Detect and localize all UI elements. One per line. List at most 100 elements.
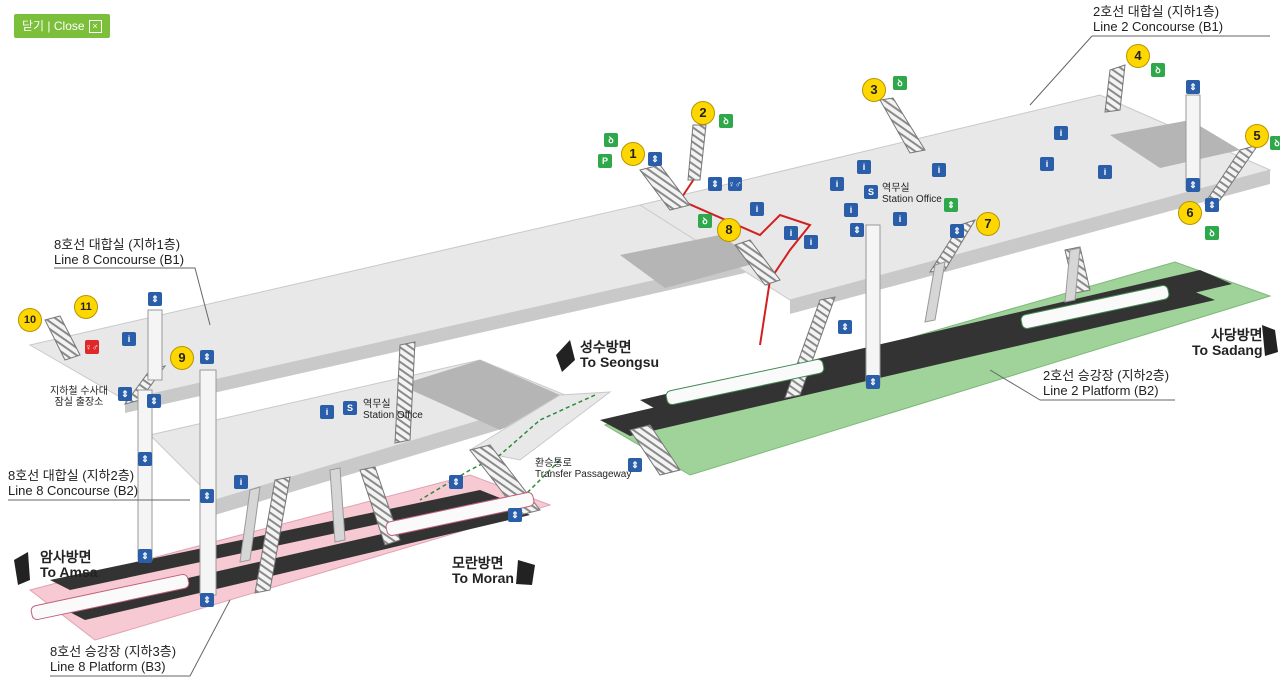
label-line8-concourse-b2: 8호선 대합실 (지하2층) Line 8 Concourse (B2) <box>8 468 138 498</box>
station-office-icon: S <box>343 401 357 415</box>
close-button[interactable]: 닫기 | Close × <box>14 14 110 38</box>
info-icon: i <box>234 475 248 489</box>
arrow-seongsu-shape <box>556 340 575 372</box>
elevator-shaft-line2 <box>865 224 881 386</box>
wheelchair-icon: ⇕ <box>866 375 880 389</box>
line8-concourse-b1-edge <box>125 260 745 413</box>
info-icon: i <box>122 332 136 346</box>
info-icon: i <box>1098 165 1112 179</box>
arrow-moran-shape <box>516 560 535 585</box>
line8-concourse-b1 <box>28 204 747 401</box>
info-icon: i <box>857 160 871 174</box>
direction-amsa-en: To Amsa <box>40 564 98 580</box>
info-icon: i <box>893 212 907 226</box>
bicycle-icon: ꝺ <box>719 114 733 128</box>
exit-8-marker[interactable]: 8 <box>717 218 741 242</box>
stairs-b2-b3-left <box>254 476 291 594</box>
bicycle-icon: ꝺ <box>893 76 907 90</box>
direction-sadang-en: To Sadang <box>1192 342 1263 358</box>
stairs-exit-3 <box>879 97 926 154</box>
train-line8-b <box>385 491 535 537</box>
elevator-shaft-line8 <box>199 369 217 596</box>
label-line8-concourse-b1-ko: 8호선 대합실 (지하1층) <box>54 237 181 252</box>
info-icon: i <box>320 405 334 419</box>
train-line2 <box>665 358 825 406</box>
line8-concourse-b2-hall <box>400 360 560 430</box>
wheelchair-icon: ⇕ <box>1186 80 1200 94</box>
transfer-label-en: Transfer Passageway <box>535 469 632 480</box>
stairs-exit-2 <box>687 124 707 181</box>
info-icon: i <box>804 235 818 249</box>
label-line8-concourse-b1: 8호선 대합실 (지하1층) Line 8 Concourse (B1) <box>54 237 184 267</box>
label-leaders <box>8 35 1270 677</box>
info-icon: i <box>932 163 946 177</box>
bicycle-icon: ꝺ <box>698 214 712 228</box>
police-office-line1: 지하철 수사대 <box>50 386 108 397</box>
label-line2-platform-ko: 2호선 승강장 (지하2층) <box>1043 368 1170 383</box>
label-line8-concourse-b2-en: Line 8 Concourse (B2) <box>8 483 139 498</box>
info-icon: i <box>830 177 844 191</box>
elevator-shaft-line2-b <box>1185 94 1201 191</box>
stairs-exit-1 <box>639 164 691 211</box>
train-line8 <box>30 573 190 621</box>
exit-3-marker[interactable]: 3 <box>862 78 886 102</box>
direction-moran: 모란방면 To Moran <box>452 556 514 586</box>
elevator-shaft-line8-c <box>147 309 163 381</box>
wheelchair-icon: ⇕ <box>200 593 214 607</box>
wheelchair-icon: ⇕ <box>200 350 214 364</box>
train-line2-b <box>1020 284 1170 330</box>
label-line2-concourse: 2호선 대합실 (지하1층) Line 2 Concourse (B1) <box>1093 4 1223 34</box>
exit-4-marker[interactable]: 4 <box>1126 44 1150 68</box>
wheelchair-icon: ⇕ <box>708 177 722 191</box>
label-line8-concourse-b1-en: Line 8 Concourse (B1) <box>54 252 185 267</box>
direction-seongsu-ko: 성수방면 <box>580 339 632 355</box>
wheelchair-icon: ⇕ <box>449 475 463 489</box>
close-icon: × <box>88 19 102 33</box>
restroom-icon: ♀♂ <box>85 340 99 354</box>
line2-track-near <box>600 286 1215 436</box>
station-office-line8-ko: 역무실 <box>363 399 391 410</box>
line8-track-near <box>60 505 530 620</box>
police-office-label: 지하철 수사대 잠실 출장소 <box>50 386 108 408</box>
gate-icon: i <box>1040 157 1054 171</box>
wheelchair-icon: ⇕ <box>628 458 642 472</box>
direction-amsa-ko: 암사방면 <box>40 549 92 565</box>
exit-2-marker[interactable]: 2 <box>691 101 715 125</box>
label-line2-concourse-ko: 2호선 대합실 (지하1층) <box>1093 4 1220 19</box>
exit-6-marker[interactable]: 6 <box>1178 201 1202 225</box>
label-line2-platform-en: Line 2 Platform (B2) <box>1043 383 1159 398</box>
wheelchair-icon: ⇕ <box>648 152 662 166</box>
exit-7-marker[interactable]: 7 <box>976 212 1000 236</box>
direction-moran-ko: 모란방면 <box>452 555 504 571</box>
transfer-label-ko: 환승통로 <box>535 458 572 469</box>
station-office-line2-ko: 역무실 <box>882 183 910 194</box>
exit-10-marker[interactable]: 10 <box>18 308 42 332</box>
gate-icon: i <box>784 226 798 240</box>
wheelchair-icon: ⇕ <box>200 489 214 503</box>
stairs-exit-8 <box>734 239 781 286</box>
direction-sadang-ko: 사당방면 <box>1211 327 1263 343</box>
elevator-shaft-line8-b <box>137 389 153 561</box>
line8-concourse-b2-edge <box>215 395 565 515</box>
transfer-passageway-floor <box>468 391 612 461</box>
wheelchair-icon: ⇕ <box>850 223 864 237</box>
info-icon: i <box>750 202 764 216</box>
bicycle-icon: ꝺ <box>1205 226 1219 240</box>
label-line2-concourse-en: Line 2 Concourse (B1) <box>1093 19 1224 34</box>
wheelchair-icon: ⇕ <box>138 549 152 563</box>
transfer-label: 환승통로 Transfer Passageway <box>535 458 631 480</box>
escalator-icon: ⇕ <box>118 387 132 401</box>
exit-1-marker[interactable]: 1 <box>621 142 645 166</box>
wheelchair-icon: ⇕ <box>138 452 152 466</box>
exit-5-marker[interactable]: 5 <box>1245 124 1269 148</box>
escalator-icon: ⇕ <box>1205 198 1219 212</box>
arrow-amsa-shape <box>14 552 30 585</box>
exit-11-marker[interactable]: 11 <box>74 295 98 319</box>
line2-concourse-b1-shade <box>1110 120 1240 168</box>
transfer-route <box>419 394 596 501</box>
label-line8-platform-ko: 8호선 승강장 (지하3층) <box>50 644 177 659</box>
arrow-sadang-shape <box>1262 325 1278 356</box>
exit-9-marker[interactable]: 9 <box>170 346 194 370</box>
label-line8-platform: 8호선 승강장 (지하3층) Line 8 Platform (B3) <box>50 644 176 674</box>
